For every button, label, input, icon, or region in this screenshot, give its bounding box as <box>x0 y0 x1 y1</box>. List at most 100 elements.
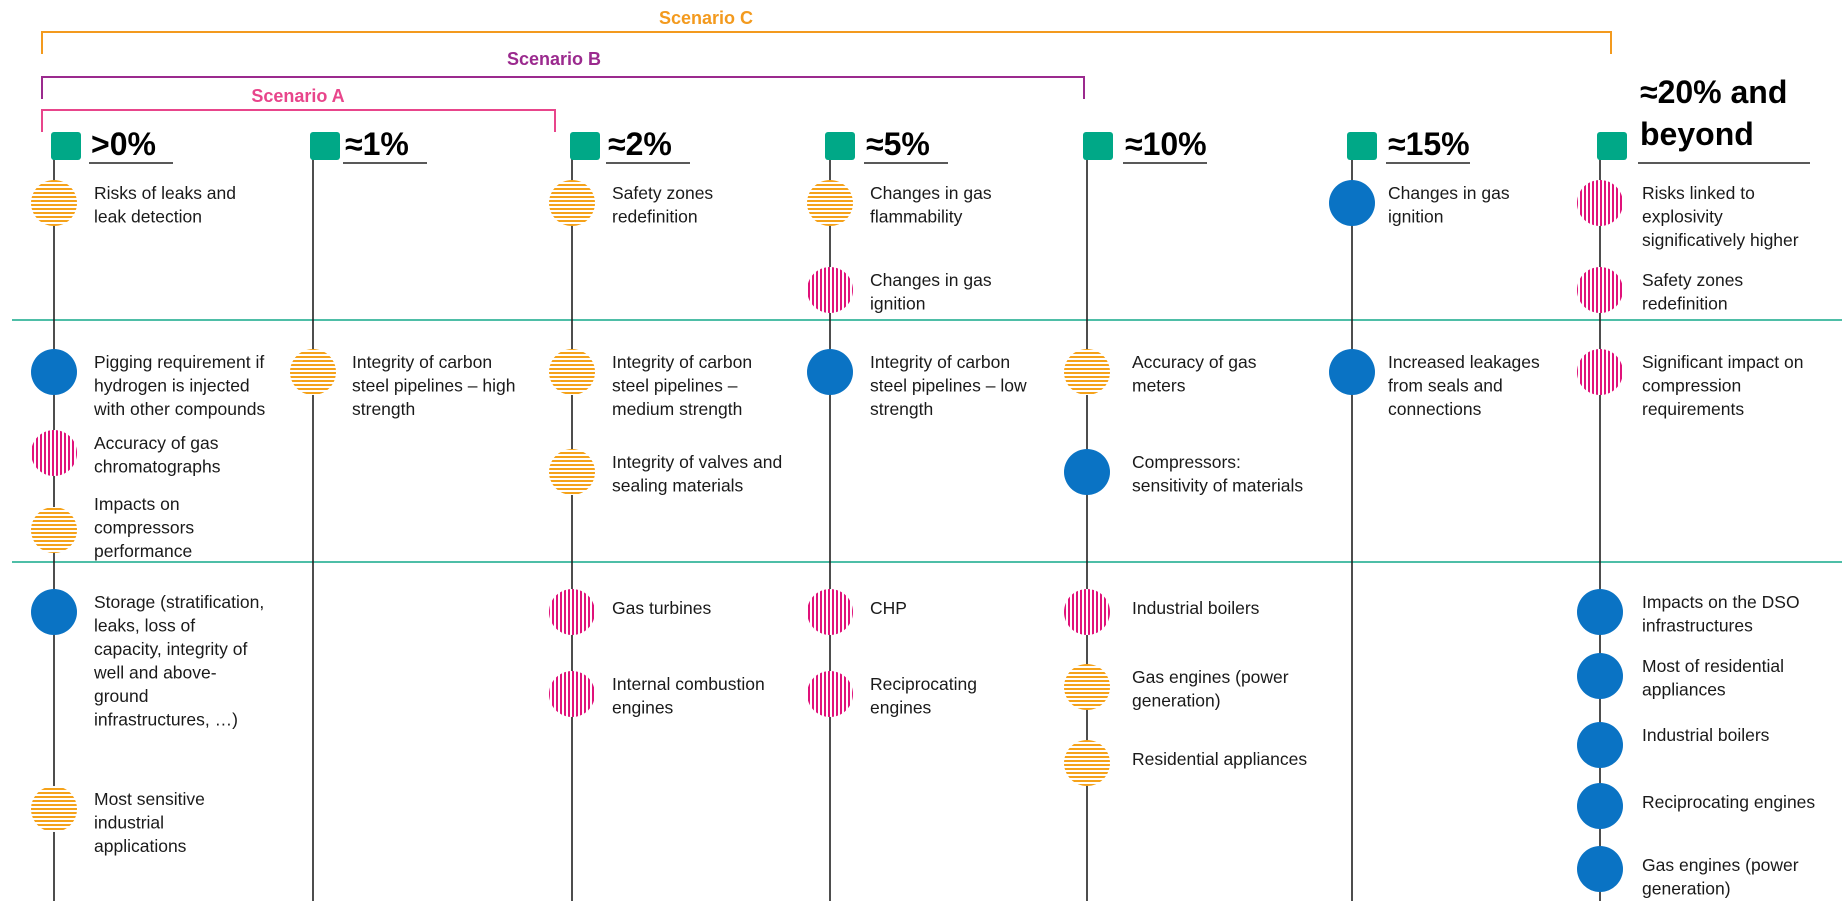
blue-solid-circle-icon <box>31 589 77 635</box>
impact-item-text: Industrial boilers <box>1642 725 1770 745</box>
blue-solid-circle-icon <box>1577 722 1623 768</box>
impact-item: Pigging requirement if hydrogen is inject… <box>31 349 265 419</box>
pink-vertical-striped-circle-icon <box>1064 589 1110 635</box>
impact-item-text: generation) <box>1132 691 1221 711</box>
column-header: ≈10% <box>1123 126 1207 164</box>
impact-item-text: chromatographs <box>94 457 221 477</box>
column-header-text: ≈15% <box>1388 126 1470 162</box>
column-header: >0% <box>89 126 173 164</box>
impact-item-text: leak detection <box>94 207 202 227</box>
impact-item: Industrial boilers <box>1064 589 1260 635</box>
orange-horizontal-striped-circle-icon <box>290 349 336 395</box>
column-marker-square <box>1597 132 1627 160</box>
impact-item-text: Most of residential <box>1642 656 1784 676</box>
impact-item-text: medium strength <box>612 399 742 419</box>
impact-item: Most sensitive industrial applications <box>31 786 205 856</box>
impact-item-text: engines <box>870 698 932 718</box>
orange-horizontal-striped-circle-icon <box>549 349 595 395</box>
column-header: ≈15% <box>1386 126 1470 164</box>
impact-item-text: ignition <box>870 294 925 314</box>
blue-solid-circle-icon <box>1577 589 1623 635</box>
impact-item-text: compressors <box>94 518 194 538</box>
orange-horizontal-striped-circle-icon <box>807 180 853 226</box>
impact-item-text: infrastructures, …) <box>94 710 238 730</box>
impact-item-text: industrial <box>94 813 164 833</box>
impact-item-text: Gas engines (power <box>1642 855 1799 875</box>
impact-item-text: performance <box>94 541 192 561</box>
impact-item: Changes in gas ignition <box>807 267 992 314</box>
impact-item-text: Impacts on <box>94 494 180 514</box>
impact-item: CHP <box>807 589 907 635</box>
orange-horizontal-striped-circle-icon <box>549 180 595 226</box>
impact-item-text: ground <box>94 686 149 706</box>
impact-item: Residential appliances <box>1064 740 1307 786</box>
impact-item-text: Accuracy of gas <box>94 433 219 453</box>
blue-solid-circle-icon <box>1329 180 1375 226</box>
impact-item-text: from seals and <box>1388 376 1503 396</box>
impact-item-text: applications <box>94 836 187 856</box>
column-header: ≈2% <box>606 126 690 164</box>
impact-item-text: requirements <box>1642 399 1744 419</box>
impact-item: Changes in gas ignition <box>1329 180 1510 227</box>
impact-item-text: Safety zones <box>1642 270 1743 290</box>
pink-vertical-striped-circle-icon <box>807 671 853 717</box>
impact-item-text: Most sensitive <box>94 789 205 809</box>
impact-item-text: compression <box>1642 376 1741 396</box>
pink-vertical-striped-circle-icon <box>807 267 853 313</box>
impact-item: Reciprocating engines <box>807 671 977 718</box>
blue-solid-circle-icon <box>1577 846 1623 892</box>
impact-item-text: Integrity of valves and <box>612 452 782 472</box>
impact-item-text: steel pipelines – high <box>352 376 515 396</box>
impact-item-text: Changes in gas <box>870 270 992 290</box>
column-header-text: beyond <box>1640 116 1754 152</box>
column-marker-square <box>1347 132 1377 160</box>
impact-item-text: Significant impact on <box>1642 352 1803 372</box>
impact-item: Integrity of carbon steel pipelines – hig… <box>290 349 515 419</box>
impact-item-text: Integrity of carbon <box>352 352 492 372</box>
blue-solid-circle-icon <box>1577 653 1623 699</box>
orange-horizontal-striped-circle-icon <box>31 786 77 832</box>
impact-item-text: capacity, integrity of <box>94 639 247 659</box>
orange-horizontal-striped-circle-icon <box>1064 664 1110 710</box>
impact-item-text: Reciprocating <box>870 674 977 694</box>
impact-item-text: leaks, loss of <box>94 616 195 636</box>
impact-item-text: infrastructures <box>1642 616 1753 636</box>
impact-item-text: Storage (stratification, <box>94 592 264 612</box>
impact-item-text: Reciprocating engines <box>1642 792 1815 812</box>
impact-item-text: Increased leakages <box>1388 352 1540 372</box>
impact-item-text: meters <box>1132 376 1186 396</box>
impact-item-text: Gas engines (power <box>1132 667 1289 687</box>
blue-solid-circle-icon <box>31 349 77 395</box>
impact-item-text: hydrogen is injected <box>94 376 250 396</box>
impact-item-text: Risks of leaks and <box>94 183 236 203</box>
impact-item-text: CHP <box>870 598 907 618</box>
impact-item-text: strength <box>352 399 415 419</box>
orange-horizontal-striped-circle-icon <box>1064 740 1110 786</box>
blue-solid-circle-icon <box>807 349 853 395</box>
impact-item-text: redefinition <box>612 207 698 227</box>
scenario-label: Scenario A <box>251 86 344 106</box>
impact-item-text: Pigging requirement if <box>94 352 264 372</box>
impact-item: Storage (stratification, leaks, loss of ca… <box>31 589 264 730</box>
impact-item-text: significatively higher <box>1642 230 1799 250</box>
pink-vertical-striped-circle-icon <box>807 589 853 635</box>
impact-item-text: ignition <box>1388 207 1443 227</box>
impact-item: Reciprocating engines <box>1577 783 1815 829</box>
column-marker-square <box>1083 132 1113 160</box>
impact-item: Impacts on compressors performance <box>31 494 194 561</box>
impact-item-text: Internal combustion <box>612 674 765 694</box>
impact-item-text: Changes in gas <box>1388 183 1510 203</box>
